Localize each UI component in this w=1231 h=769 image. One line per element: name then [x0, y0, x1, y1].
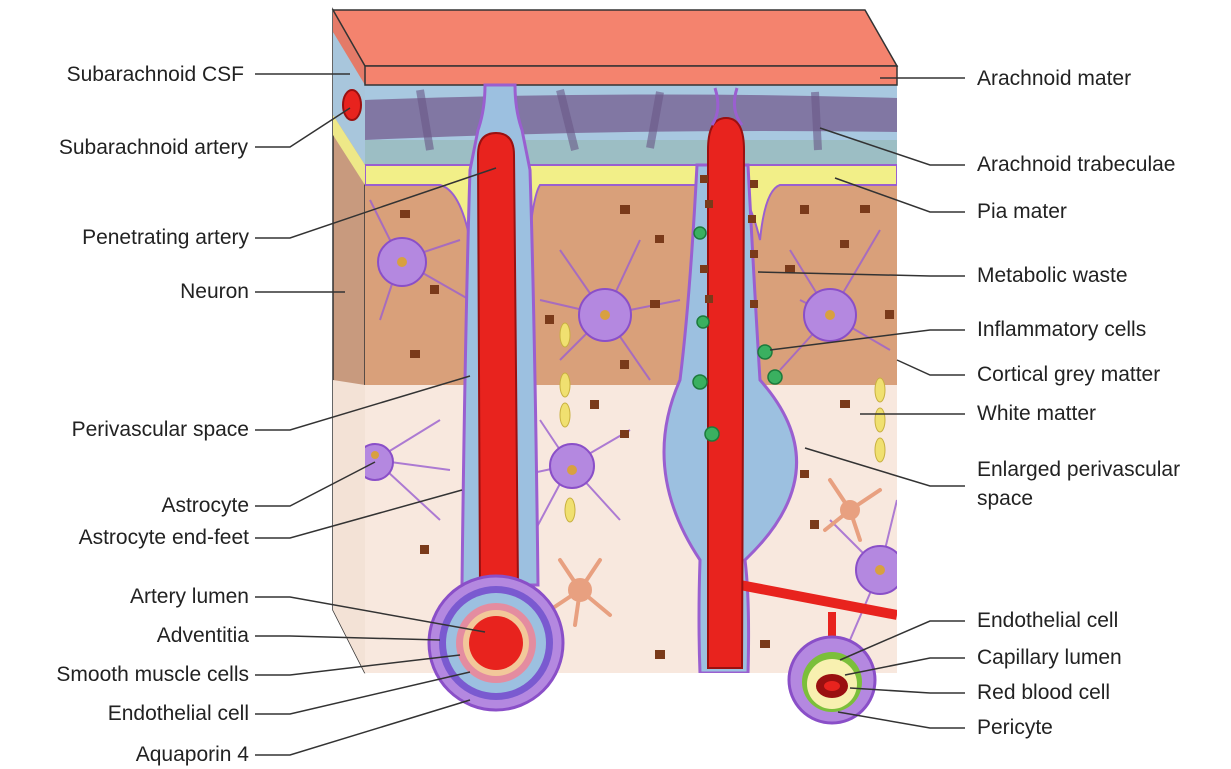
penetrating-artery [478, 133, 518, 590]
label-adventitia: Adventitia [157, 624, 249, 648]
label-artery-lumen: Artery lumen [130, 585, 249, 609]
label-subarachnoid-artery: Subarachnoid artery [59, 136, 248, 160]
label-enlarged-perivascular-space-line2: space [977, 487, 1033, 511]
label-metabolic-waste: Metabolic waste [977, 264, 1128, 288]
arachnoid-top-face [333, 10, 897, 66]
arachnoid-mater [365, 66, 897, 85]
label-endothelial-cell-right: Endothelial cell [977, 609, 1118, 633]
label-white-matter: White matter [977, 402, 1096, 426]
label-enlarged-perivascular: Enlarged perivascular [977, 458, 1231, 482]
label-pericyte: Pericyte [977, 716, 1053, 740]
subarachnoid-artery [343, 90, 361, 120]
label-smooth-muscle-cells: Smooth muscle cells [56, 663, 249, 687]
label-penetrating-artery: Penetrating artery [82, 226, 249, 250]
label-capillary-lumen: Capillary lumen [977, 646, 1122, 670]
label-astrocyte: Astrocyte [161, 494, 249, 518]
label-aquaporin-4: Aquaporin 4 [136, 743, 249, 767]
label-perivascular-space: Perivascular space [72, 418, 249, 442]
label-cortical-grey-matter: Cortical grey matter [977, 363, 1160, 387]
label-endothelial-cell-left: Endothelial cell [108, 702, 249, 726]
artery-cross-section [429, 576, 563, 710]
label-neuron: Neuron [180, 280, 249, 304]
label-pia-mater: Pia mater [977, 200, 1067, 224]
label-arachnoid-trabeculae: Arachnoid trabeculae [977, 153, 1175, 177]
label-inflammatory-cells: Inflammatory cells [977, 318, 1146, 342]
label-astrocyte-end-feet: Astrocyte end-feet [79, 526, 249, 550]
label-subarachnoid-csf: Subarachnoid CSF [67, 63, 244, 87]
label-red-blood-cell: Red blood cell [977, 681, 1110, 705]
label-arachnoid-mater: Arachnoid mater [977, 67, 1131, 91]
draining-vein [708, 118, 744, 668]
